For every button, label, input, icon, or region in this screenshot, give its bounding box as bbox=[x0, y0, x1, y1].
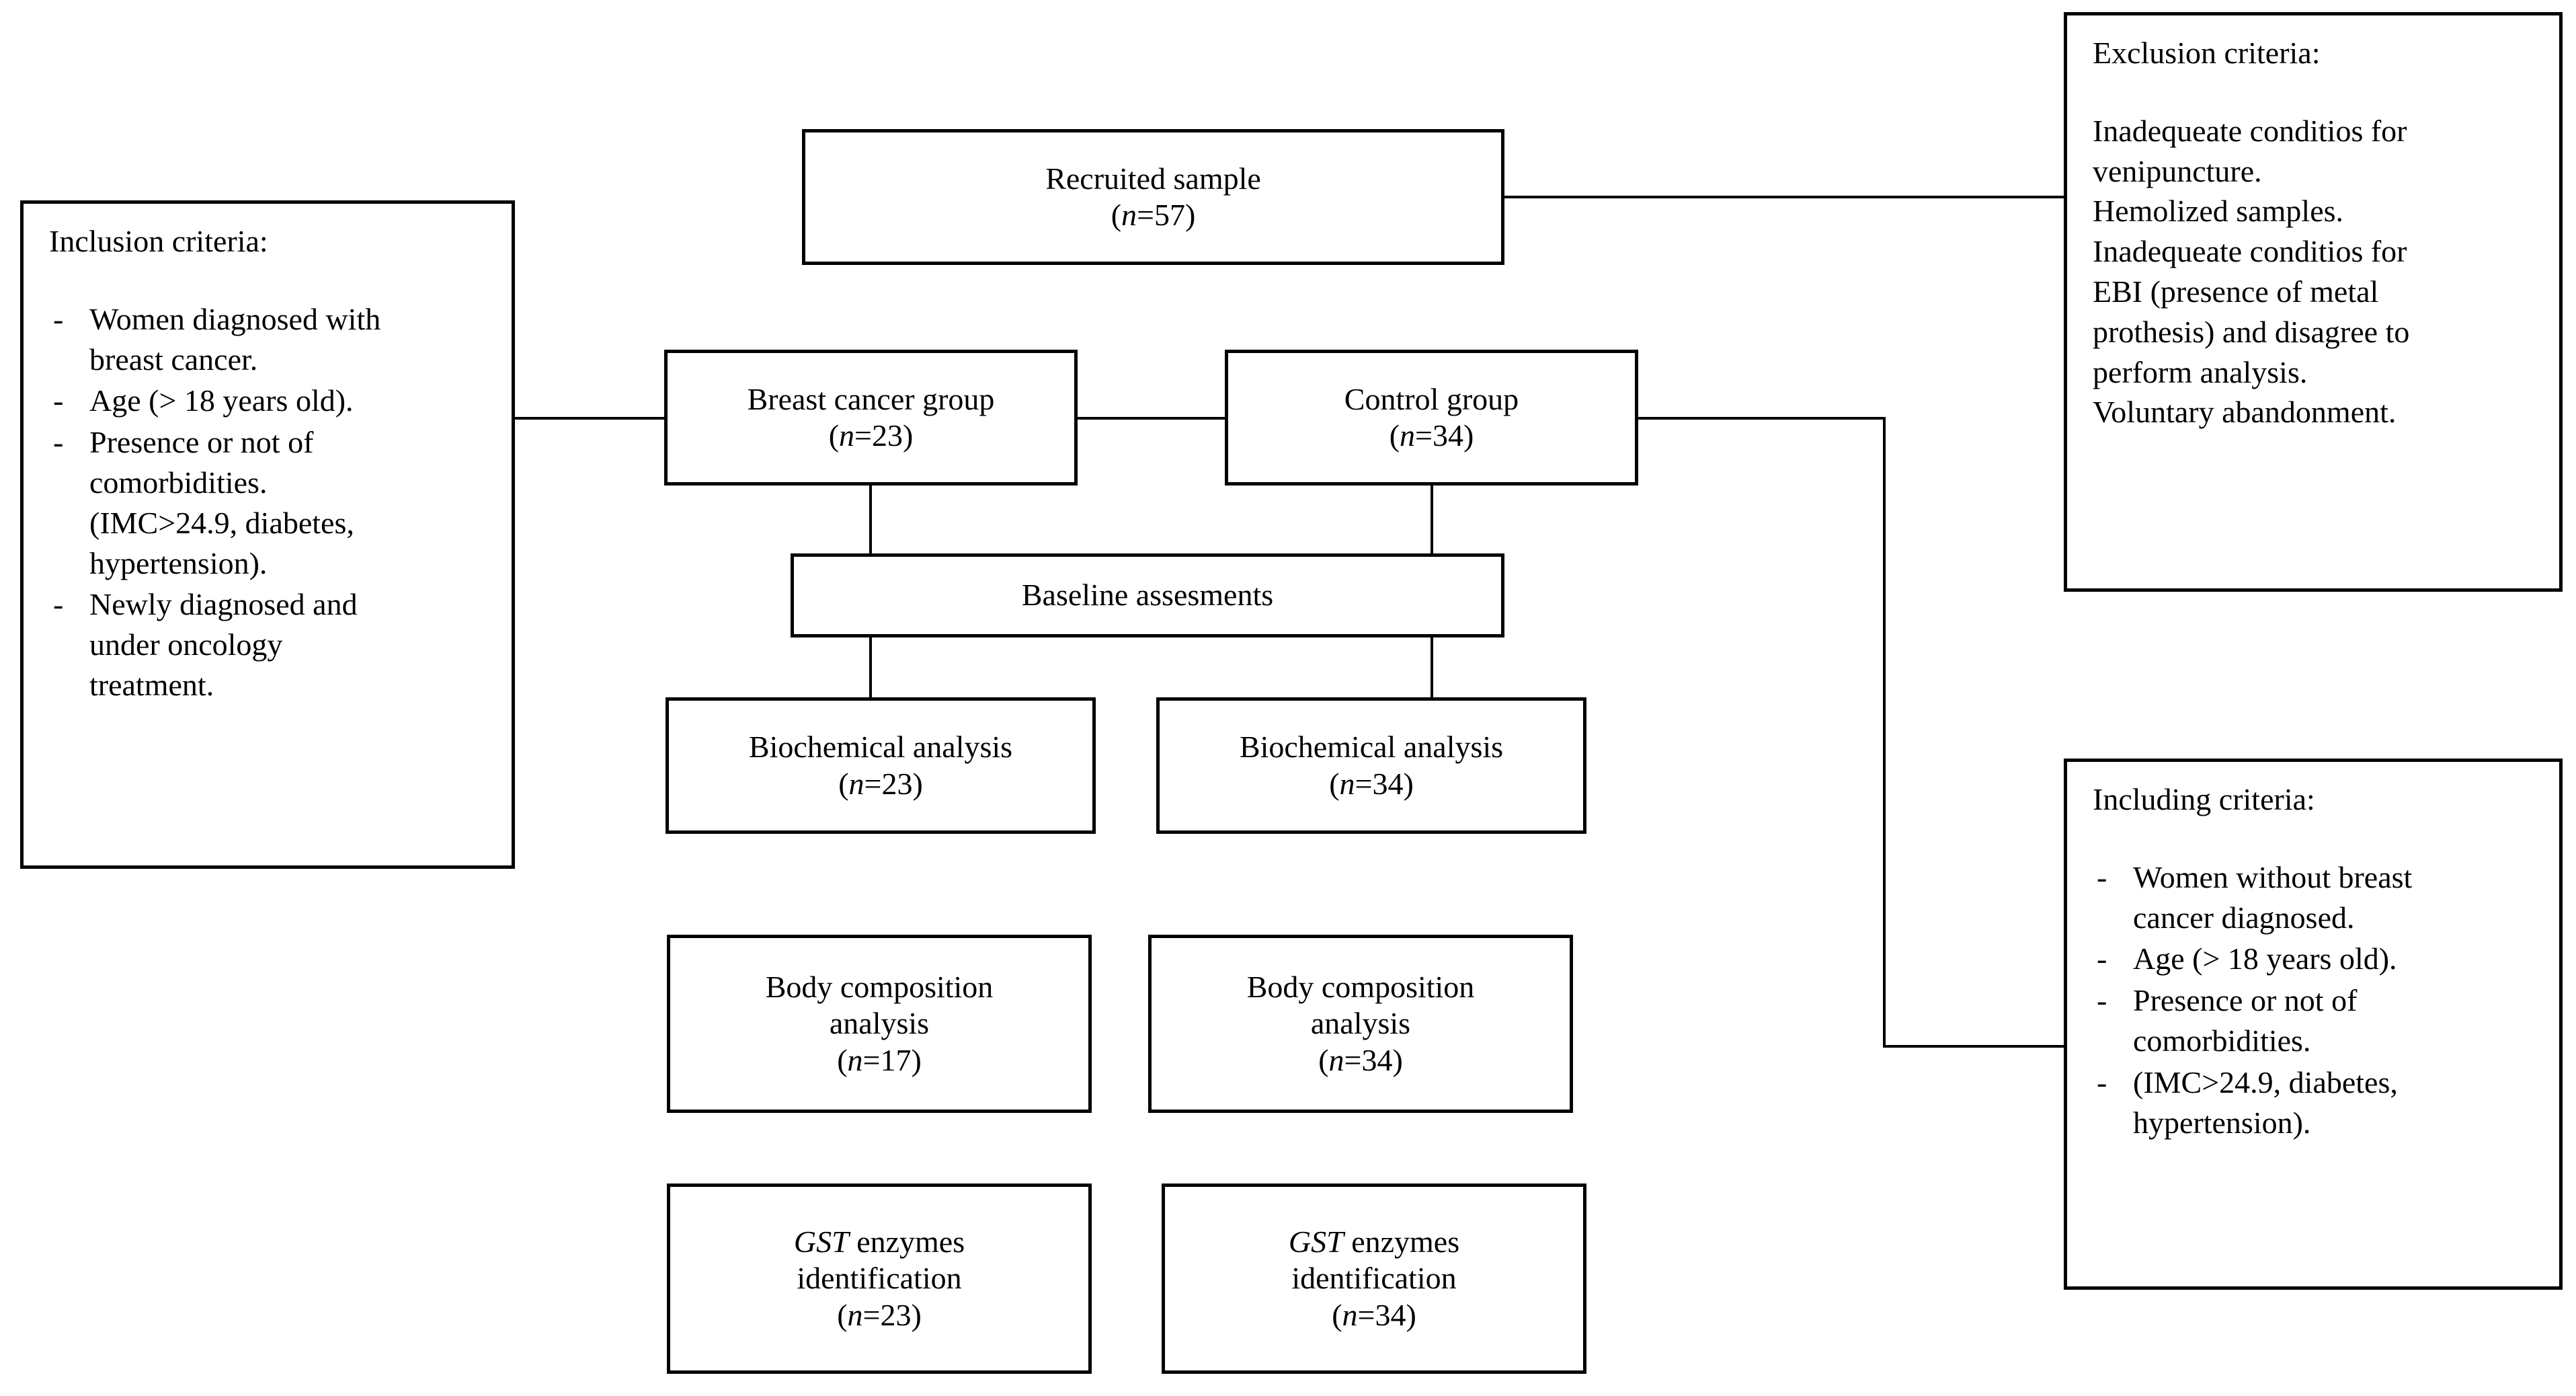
connector-control-to-baseline bbox=[1431, 484, 1433, 555]
list-item: Newly diagnosed and under oncology treat… bbox=[49, 584, 491, 705]
exclusion-line-1: venipuncture. bbox=[2093, 153, 2262, 188]
gst-right-line2: identification bbox=[1291, 1261, 1457, 1296]
including-item-0-text: Women without breast bbox=[2133, 859, 2413, 894]
inclusion-item-2-cont-1: (IMC>24.9, diabetes, bbox=[89, 505, 354, 540]
box-gst-enzymes-breast[interactable]: GST enzymes identification (n=23) bbox=[667, 1184, 1092, 1374]
exclusion-line-2: Hemolized samples. bbox=[2093, 194, 2344, 229]
recruited-sample-count: (n=57) bbox=[1111, 198, 1196, 232]
gst-left-count: (n=23) bbox=[837, 1297, 922, 1332]
exclusion-line-0: Inadequeate conditios for bbox=[2093, 113, 2407, 148]
including-item-2-cont-0: comorbidities. bbox=[2133, 1023, 2311, 1058]
connector-baseline-to-biochem-left bbox=[869, 636, 872, 699]
box-recruited-sample[interactable]: Recruited sample (n=57) bbox=[802, 129, 1504, 265]
including-item-0-cont-0: cancer diagnosed. bbox=[2133, 900, 2355, 935]
biochemical-right-count: (n=34) bbox=[1329, 766, 1414, 801]
panel-exclusion-criteria[interactable]: Exclusion criteria: Inadequeate conditio… bbox=[2064, 12, 2563, 592]
connector-breast-to-baseline bbox=[869, 484, 872, 555]
list-item: Age (> 18 years old). bbox=[2093, 939, 2539, 979]
list-item: Presence or not of comorbidities. (IMC>2… bbox=[49, 422, 491, 583]
baseline-assessments-title: Baseline assesments bbox=[1021, 578, 1274, 613]
exclusion-line-5: prothesis) and disagree to bbox=[2093, 314, 2410, 349]
including-criteria-title: Including criteria: bbox=[2093, 782, 2315, 816]
recruited-sample-title: Recruited sample bbox=[1045, 161, 1261, 196]
panel-including-criteria[interactable]: Including criteria: Women without breast… bbox=[2064, 759, 2563, 1290]
including-item-1-text: Age (> 18 years old). bbox=[2133, 941, 2397, 976]
connector-recruited-to-exclusion bbox=[1504, 196, 2065, 198]
body-composition-left-line2: analysis bbox=[829, 1006, 930, 1041]
body-composition-left-line1: Body composition bbox=[765, 970, 994, 1005]
control-group-count: (n=34) bbox=[1389, 418, 1474, 453]
including-criteria-list: Women without breast cancer diagnosed. A… bbox=[2093, 857, 2539, 1143]
gst-right-gene: GST bbox=[1288, 1225, 1344, 1259]
panel-inclusion-criteria[interactable]: Inclusion criteria: Women diagnosed with… bbox=[20, 200, 515, 869]
connector-control-elbow-bottom bbox=[1883, 1045, 2066, 1048]
connector-breast-to-control bbox=[1076, 417, 1226, 420]
box-control-group[interactable]: Control group (n=34) bbox=[1225, 350, 1638, 486]
box-body-composition-control[interactable]: Body composition analysis (n=34) bbox=[1148, 935, 1573, 1113]
list-item: Women diagnosed with breast cancer. bbox=[49, 299, 491, 380]
exclusion-line-3: Inadequeate conditios for bbox=[2093, 234, 2407, 269]
inclusion-item-0-text: Women diagnosed with bbox=[89, 301, 381, 336]
gst-right-count: (n=34) bbox=[1332, 1297, 1416, 1332]
including-item-3-cont-0: hypertension). bbox=[2133, 1105, 2311, 1140]
inclusion-criteria-list: Women diagnosed with breast cancer. Age … bbox=[49, 299, 491, 705]
connector-baseline-to-biochem-right bbox=[1431, 636, 1433, 699]
body-composition-right-line1: Body composition bbox=[1246, 970, 1475, 1005]
control-group-title: Control group bbox=[1344, 381, 1519, 416]
box-baseline-assessments[interactable]: Baseline assesments bbox=[791, 553, 1504, 637]
list-item: Age (> 18 years old). bbox=[49, 381, 491, 421]
body-composition-right-line2: analysis bbox=[1310, 1006, 1411, 1041]
inclusion-criteria-title: Inclusion criteria: bbox=[49, 224, 268, 258]
inclusion-item-0-cont-0: breast cancer. bbox=[89, 342, 258, 377]
gst-right-line1-rest: enzymes bbox=[1343, 1225, 1460, 1259]
list-item: (IMC>24.9, diabetes, hypertension). bbox=[2093, 1062, 2539, 1143]
biochemical-right-title: Biochemical analysis bbox=[1239, 730, 1504, 765]
body-composition-left-count: (n=17) bbox=[837, 1042, 922, 1077]
inclusion-item-2-cont-2: hypertension). bbox=[89, 545, 268, 580]
box-gst-enzymes-control[interactable]: GST enzymes identification (n=34) bbox=[1162, 1184, 1586, 1374]
inclusion-item-1-text: Age (> 18 years old). bbox=[89, 383, 354, 418]
biochemical-left-count: (n=23) bbox=[838, 766, 923, 801]
list-item: Women without breast cancer diagnosed. bbox=[2093, 857, 2539, 938]
gst-left-line2: identification bbox=[797, 1261, 962, 1296]
breast-cancer-group-title: Breast cancer group bbox=[747, 381, 995, 416]
gst-left-line1-rest: enzymes bbox=[848, 1225, 965, 1259]
biochemical-left-title: Biochemical analysis bbox=[748, 730, 1013, 765]
exclusion-line-4: EBI (presence of metal bbox=[2093, 274, 2379, 309]
inclusion-item-3-cont-1: treatment. bbox=[89, 667, 214, 702]
including-item-2-text: Presence or not of bbox=[2133, 983, 2358, 1018]
list-item: Presence or not of comorbidities. bbox=[2093, 980, 2539, 1061]
inclusion-item-3-cont-0: under oncology bbox=[89, 627, 283, 662]
gst-left-gene: GST bbox=[793, 1225, 849, 1259]
box-body-composition-breast[interactable]: Body composition analysis (n=17) bbox=[667, 935, 1092, 1113]
box-biochemical-analysis-control[interactable]: Biochemical analysis (n=34) bbox=[1156, 697, 1586, 834]
connector-inclusion-to-breast-group bbox=[515, 417, 666, 420]
connector-control-elbow-vertical bbox=[1883, 417, 1886, 1048]
box-breast-cancer-group[interactable]: Breast cancer group (n=23) bbox=[664, 350, 1078, 486]
inclusion-item-2-text: Presence or not of bbox=[89, 425, 314, 460]
exclusion-line-7: Voluntary abandonment. bbox=[2093, 395, 2397, 430]
inclusion-item-2-cont-0: comorbidities. bbox=[89, 465, 268, 500]
connector-control-elbow-top bbox=[1637, 417, 1886, 420]
exclusion-criteria-list: Inadequeate conditios for venipuncture. … bbox=[2093, 111, 2539, 432]
box-biochemical-analysis-breast[interactable]: Biochemical analysis (n=23) bbox=[666, 697, 1096, 834]
exclusion-line-6: perform analysis. bbox=[2093, 354, 2308, 389]
gst-right-line1: GST enzymes bbox=[1289, 1224, 1459, 1260]
including-item-3-text: (IMC>24.9, diabetes, bbox=[2133, 1064, 2398, 1099]
inclusion-item-3-text: Newly diagnosed and bbox=[89, 587, 358, 622]
exclusion-criteria-title: Exclusion criteria: bbox=[2093, 36, 2321, 70]
body-composition-right-count: (n=34) bbox=[1318, 1042, 1403, 1077]
breast-cancer-group-count: (n=23) bbox=[828, 418, 914, 453]
gst-left-line1: GST enzymes bbox=[794, 1224, 965, 1260]
